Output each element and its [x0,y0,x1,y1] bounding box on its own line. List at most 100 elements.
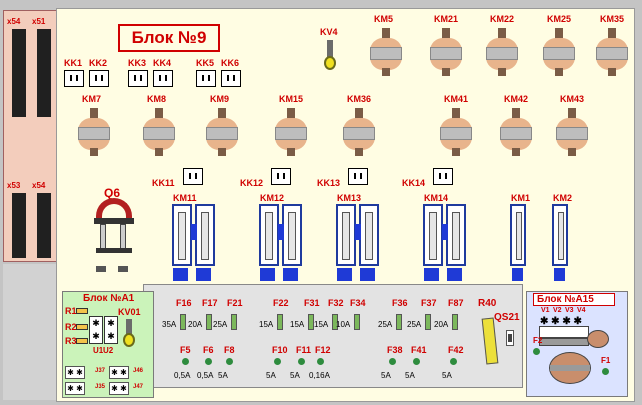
label-contactor-2: KM13 [337,193,362,203]
thermal-relay-3-icon[interactable] [153,70,173,87]
jumper-j47-icon[interactable]: ✱ ✱ [109,382,129,395]
fuse-top-4-icon[interactable] [308,314,314,330]
thermal-relay-1-icon[interactable] [89,70,109,87]
fuse-top-2-icon[interactable] [231,314,237,330]
label-mid-coil-7: KM43 [560,94,585,104]
contactor-4-icon[interactable] [510,204,554,284]
label-contactor-4: KM1 [511,193,531,203]
label-r3: R3 [65,336,77,346]
fuse-top-0-icon[interactable] [180,314,186,330]
diode-bridge-icon[interactable] [539,326,589,338]
thermal-relay-0-icon[interactable] [64,70,84,87]
label-fuse-bottom-3: F10 [272,345,288,355]
jumper-j46-icon[interactable]: ✱ ✱ [109,366,129,379]
led-fuse-bottom-7 [413,358,420,365]
label-j46: J46 [133,368,144,374]
contactor-0-icon[interactable] [172,204,216,284]
value-fuse-bottom-3: 5A [266,371,276,380]
contactor-2-icon[interactable] [336,204,380,284]
led-fuse-bottom-8 [450,358,457,365]
thermal-relay-lower-0-icon[interactable] [183,168,203,185]
terminal-block-x51[interactable] [37,29,51,117]
jumper-j35-icon[interactable]: ✱ ✱ [65,382,85,395]
thermal-relay-lower-3-icon[interactable] [433,168,453,185]
label-r2: R2 [65,322,77,332]
label-fuse-bottom-7: F41 [411,345,427,355]
label-kv4: KV4 [320,27,338,37]
contactor-5-icon[interactable] [552,204,596,284]
coil-mid-6-icon[interactable] [500,108,532,156]
label-r1: R1 [65,306,77,316]
coil-top-3-icon[interactable] [543,28,575,76]
fuse-top-8-icon[interactable] [425,314,431,330]
breaker-q6-icon[interactable] [94,198,134,276]
empty-gray-area [3,264,57,400]
label-fuse-top-3: F22 [273,298,289,308]
label-contactor-3: KM14 [424,193,449,203]
block-a1: Блок №А1 R1 R2 R3 ✱✱ ✱✱ U1 U2 KV01 ✱ ✱ J… [62,291,154,398]
coil-top-4-icon[interactable] [596,28,628,76]
led-fuse-bottom-4 [298,358,305,365]
coil-mid-3-icon[interactable] [275,108,307,156]
label-fuse-top-6: F34 [350,298,366,308]
terminal-block-x53[interactable] [12,193,26,258]
label-fuse-bottom-1: F6 [203,345,214,355]
label-fuse-bottom-2: F8 [224,345,235,355]
coil-mid-5-icon[interactable] [440,108,472,156]
terminal-strip-top: x54 x51 x53 x54 [3,10,57,262]
label-kk-lower-1: KK12 [240,178,264,188]
value-fuse-top-6: 10A [336,320,351,329]
resistor-r1-icon[interactable] [76,308,88,314]
module-u1-icon[interactable]: ✱✱ [89,316,103,344]
resistor-r3-icon[interactable] [76,338,88,344]
thermal-relay-2-icon[interactable] [128,70,148,87]
thermal-relay-lower-2-icon[interactable] [348,168,368,185]
label-qs21: QS21 [494,312,520,323]
switch-qs21-icon[interactable] [506,330,514,346]
value-fuse-bottom-6: 5A [381,371,391,380]
label-coil-3: KM25 [547,14,572,24]
transformer-icon[interactable] [587,330,609,348]
label-contactor-1: KM12 [260,193,285,203]
coil-top-2-icon[interactable] [486,28,518,76]
label-fuse-top-1: F17 [202,298,218,308]
label-v4: V4 [577,307,586,314]
value-fuse-bottom-2: 5A [218,371,228,380]
fuse-top-7-icon[interactable] [396,314,402,330]
contactor-3-icon[interactable] [423,204,467,284]
coil-mid-1-icon[interactable] [143,108,175,156]
fuse-top-1-icon[interactable] [206,314,212,330]
thermal-relay-4-icon[interactable] [196,70,216,87]
fuse-top-5-icon[interactable] [332,314,338,330]
label-v3: V3 [565,307,574,314]
label-f2: F2 [533,336,543,345]
label-kk-lower-3: KK14 [402,178,426,188]
coil-top-0-icon[interactable] [370,28,402,76]
coil-top-1-icon[interactable] [430,28,462,76]
label-j37: J37 [95,368,106,374]
module-u2-icon[interactable]: ✱✱ [104,316,118,344]
coil-mid-0-icon[interactable] [78,108,110,156]
label-fuse-bottom-5: F12 [315,345,331,355]
resistor-r2-icon[interactable] [76,324,88,330]
thermal-relay-5-icon[interactable] [221,70,241,87]
label-kk-0: KK1 [64,58,83,68]
terminal-block-x54-lower[interactable] [37,193,51,258]
coil-mid-2-icon[interactable] [206,108,238,156]
relay-kv4-icon[interactable] [324,40,336,74]
thermal-relay-lower-1-icon[interactable] [271,168,291,185]
coil-mid-7-icon[interactable] [556,108,588,156]
label-contactor-0: KM11 [173,193,197,203]
label-fuse-top-5: F32 [328,298,344,308]
fuse-top-9-icon[interactable] [452,314,458,330]
contactor-1-icon[interactable] [259,204,303,284]
relay-kv01-icon[interactable] [123,319,135,349]
jumper-j37-icon[interactable]: ✱ ✱ [65,366,85,379]
fuse-top-6-icon[interactable] [354,314,360,330]
label-v2: V2 [553,307,562,314]
coil-mid-4-icon[interactable] [343,108,375,156]
fuse-top-3-icon[interactable] [277,314,283,330]
led-f2 [533,348,540,355]
terminal-block-x54[interactable] [12,29,26,117]
coil-a15-icon[interactable] [549,352,591,384]
